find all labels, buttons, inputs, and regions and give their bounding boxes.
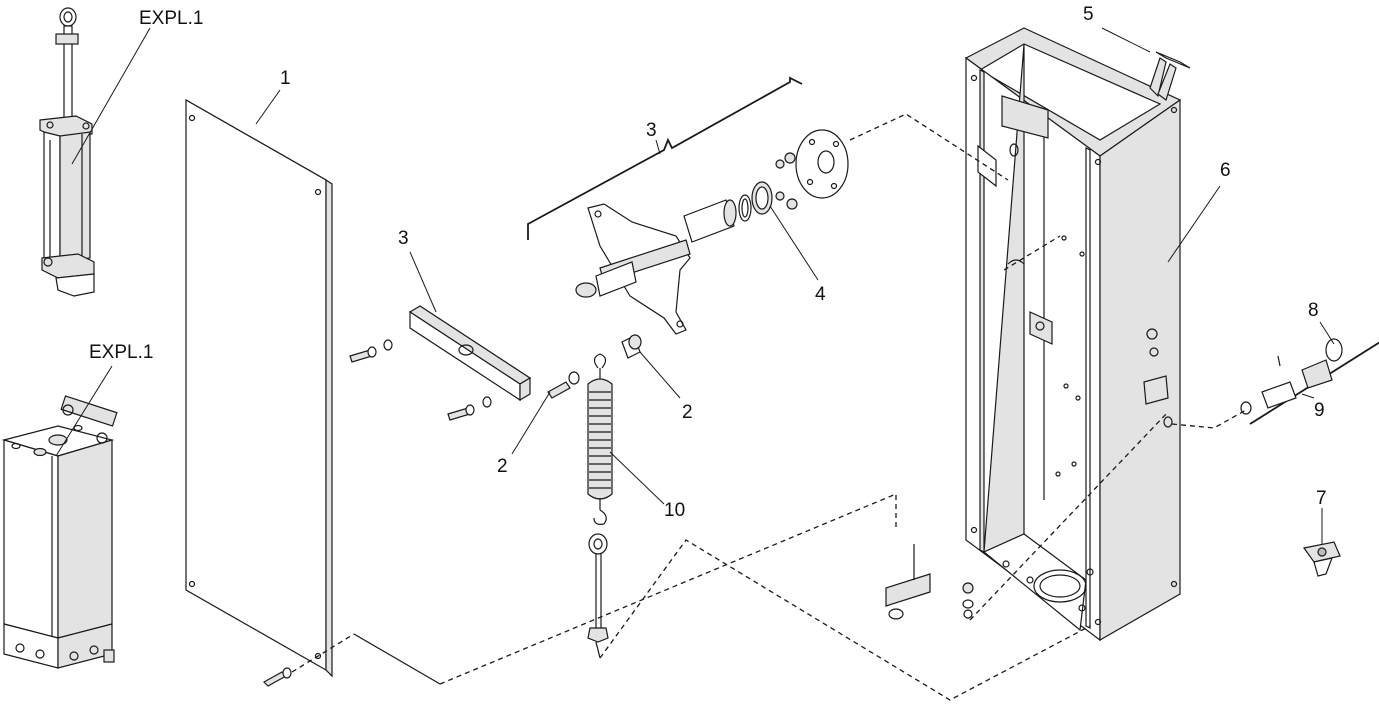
label-part-10: 10 [664,500,686,521]
side-panel [185,98,333,678]
label-part-3-group: 3 [646,120,657,141]
label-part-2-left: 2 [497,456,508,477]
label-expl-top: EXPL.1 [139,8,204,29]
cable-clamp [1302,541,1341,577]
label-part-6: 6 [1220,160,1231,181]
handle-lever [1149,51,1191,101]
label-part-5: 5 [1083,4,1094,25]
label-part-9: 9 [1314,400,1325,421]
lever-assembly [575,181,773,335]
pin-and-washer [547,334,642,399]
mounting-plate [408,305,532,402]
housing-cabinet [964,27,1182,642]
label-expl-bottom: EXPL.1 [89,342,154,363]
panel-screw [263,667,292,687]
label-part-1: 1 [280,68,291,89]
label-part-7: 7 [1316,488,1327,509]
label-part-2-right: 2 [682,402,693,423]
label-part-8: 8 [1308,300,1319,321]
valve-block [1,395,118,669]
flange-nuts [775,152,798,210]
eye-bolt [587,533,609,643]
group-bracket [527,76,803,240]
label-part-3-plate: 3 [398,228,409,249]
bottom-bracket-fittings [885,544,974,620]
tension-spring [587,353,613,525]
label-part-4: 4 [815,284,826,305]
pneumatic-cylinder [39,7,95,297]
leader-lines [55,27,1335,544]
plate-bolt-upper [349,339,393,363]
flange [795,129,849,199]
plate-bolt-lower [447,396,492,421]
assembly-dashed-lines [291,113,1247,701]
cable-connector [1240,338,1379,425]
